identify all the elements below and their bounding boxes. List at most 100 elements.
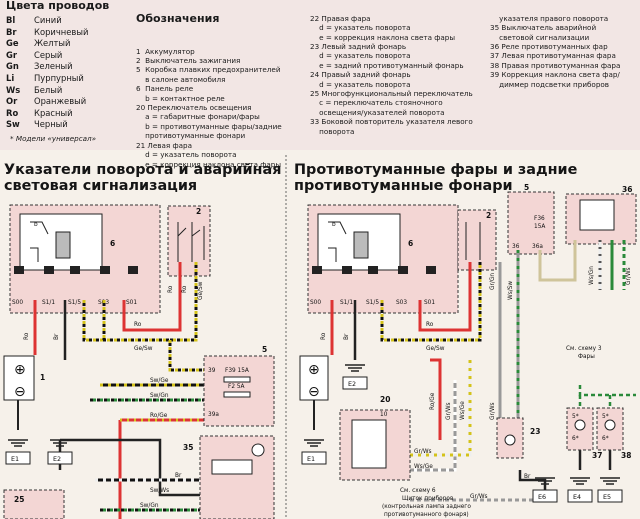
connector-pin [342, 266, 352, 274]
wire-label: Ge/Sw [134, 346, 153, 352]
svg-text:⊕: ⊕ [14, 362, 26, 378]
wire-color-name: Зеленый [34, 61, 73, 72]
left-ignition-box [167, 205, 211, 277]
wire-color-code: Sw [6, 119, 20, 130]
designation-line: e = коррекция наклона света фары [136, 159, 282, 169]
pin-label: 10 [380, 412, 388, 418]
wire-label: Ro/Ge [150, 413, 168, 419]
wire-color-name: Оранжевый [34, 96, 87, 107]
designation-line: 37 Левая противотуманная фара [490, 51, 616, 61]
wire-color-code: Gr [6, 49, 18, 60]
wire-label: Br [344, 333, 350, 340]
svg-text:36: 36 [622, 185, 632, 194]
wire-color-code: Gn [6, 61, 19, 72]
designation-line: поворота [310, 126, 355, 136]
svg-text:⊖: ⊖ [308, 384, 320, 400]
wire-label: Br [54, 333, 60, 340]
pin-label: S01 [424, 300, 435, 306]
pin-label: S00 [12, 300, 23, 306]
wire-label: Gr/Ws [470, 494, 488, 500]
pin-label: S1/1 [42, 300, 55, 306]
wire-color-code: Li [6, 72, 15, 83]
svg-text:F39 15A: F39 15A [225, 368, 249, 374]
wire-label: Ro [24, 332, 30, 340]
wire-label: Gr/Ws [414, 449, 432, 455]
designation-line: 2 Выключатель зажигания [136, 56, 241, 66]
wire-color-name: Серый [34, 49, 63, 60]
wire-color-name: Синий [34, 15, 62, 25]
wire-label: Ws/Sw [508, 281, 514, 300]
svg-text:36: 36 [512, 244, 520, 250]
ground-symbol [50, 439, 70, 447]
connector-pin [14, 266, 24, 274]
wire-label: Ro/Ge [430, 392, 436, 410]
designation-line: 1 Аккумулятор [136, 46, 195, 56]
pin-label: S1/5 [366, 300, 379, 306]
wire-color-row: Li Пурпурный [6, 72, 124, 86]
left-fusebox-box [203, 355, 275, 427]
designation-line: c = переключатель стояночного [310, 98, 443, 108]
svg-text:15A: 15A [534, 224, 545, 230]
wire-color-name: Красный [34, 107, 73, 118]
svg-text:38: 38 [621, 451, 631, 460]
right-ignition-box [457, 209, 497, 271]
svg-text:6: 6 [408, 239, 413, 248]
wire-label: Ro [134, 322, 142, 328]
wire-label: Ge/Sw [198, 281, 204, 300]
wire-color-code: Ge [6, 38, 19, 49]
left-multiswitch-box [3, 489, 65, 519]
designation-line: e = коррекция наклона света фары [310, 32, 456, 42]
svg-text:F2 5A: F2 5A [228, 384, 245, 390]
wire-color-name: Черный [34, 119, 68, 130]
left-relay-coil [55, 231, 71, 259]
wire-color-name: Пурпурный [34, 72, 84, 83]
wire-colors-title: Цвета проводов [6, 0, 110, 12]
pin-label: 6* [602, 436, 609, 442]
ground-label: E2 [348, 380, 356, 388]
wire-label: Br [175, 473, 182, 479]
wire-label: Ws/Ge [414, 464, 433, 470]
right-title-line-1: Противотуманные фары и задние [294, 162, 578, 178]
connector-pin [398, 266, 408, 274]
wire-label: Ro [426, 322, 434, 328]
designation-line: освещения/указателей поворота [310, 107, 445, 117]
ground-label: E4 [573, 493, 581, 501]
wire-label: Gr/Ws [490, 402, 496, 420]
connector-pin [128, 266, 138, 274]
svg-text:25: 25 [14, 495, 24, 504]
designation-line: противотуманные фонари [136, 131, 246, 141]
designation-line: d = указатель поворота [310, 23, 411, 33]
left-relay-num: 6 [110, 239, 115, 248]
designation-line: b = контактное реле [136, 93, 225, 103]
pin-label: 5* [602, 414, 609, 420]
svg-text:23: 23 [530, 427, 540, 436]
wire-color-code: Ws [6, 84, 21, 95]
svg-text:37: 37 [592, 451, 602, 460]
wire-color-code: Bl [6, 15, 16, 25]
left-ignition-num: 2 [196, 207, 201, 216]
pin-label: 5* [572, 414, 579, 420]
svg-text:5: 5 [524, 183, 529, 192]
designations-list-2: 22 Правая фара d = указатель поворота e … [310, 14, 490, 136]
left-battery-1 [3, 355, 35, 401]
designation-line: a = габаритные фонари/фары [136, 112, 260, 122]
left-fusebox-num: 5 [262, 345, 267, 354]
wire-label: Ws/Gn [589, 266, 595, 285]
wire-label: Br [524, 474, 531, 480]
connector-pin [100, 266, 110, 274]
wire-color-row: Gn Зеленый [6, 61, 124, 74]
designation-line: d = указатель поворота [310, 79, 411, 89]
wire-color-code: Br [6, 26, 17, 37]
designation-line: 24 Правый задний фонарь [310, 70, 411, 80]
diagram-note: (контрольная лампа заднего [382, 504, 471, 510]
wire-label: Ro [321, 332, 327, 340]
svg-text:F36: F36 [534, 216, 545, 222]
left-title-line-2: световая сигнализация [4, 178, 198, 194]
left-title-line-1: Указатели поворота и аварийная [4, 162, 282, 178]
